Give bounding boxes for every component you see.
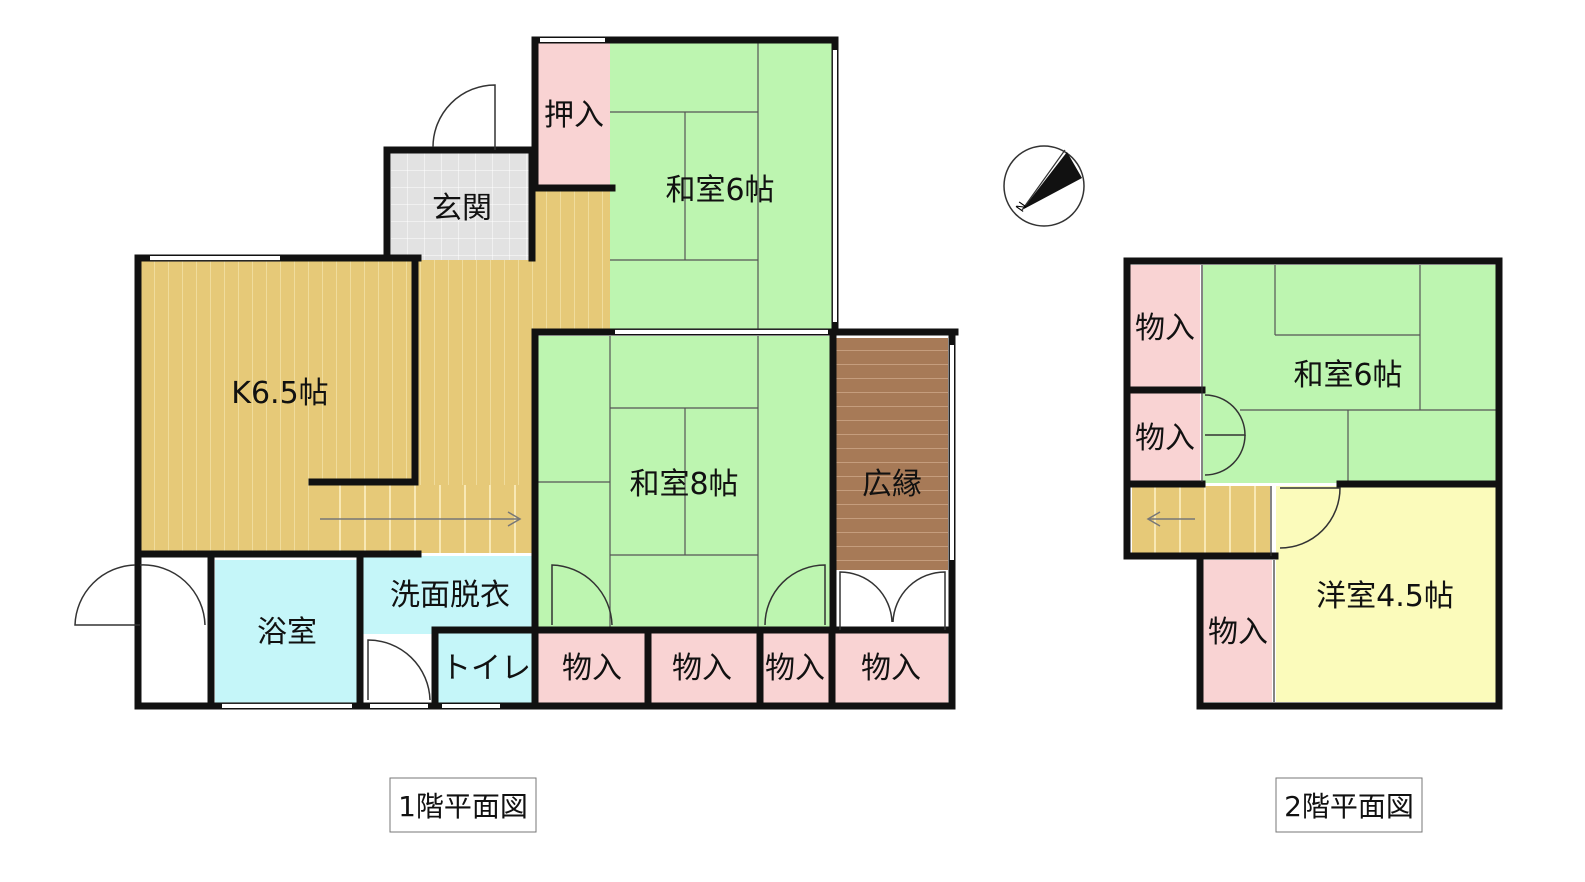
senmen-label: 洗面脱衣 — [390, 578, 510, 613]
hallway-floor-lower — [415, 335, 535, 485]
washitsu6-2f-label: 和室6帖 — [1293, 358, 1402, 393]
monoire-label-2: 物入 — [672, 651, 732, 686]
oshiire-label: 押入 — [544, 98, 604, 133]
toilet-room — [437, 634, 534, 704]
monoire-closet-2 — [650, 632, 758, 704]
oshiire-closet — [538, 42, 610, 188]
staircase-2f — [1132, 486, 1270, 554]
yoshitsu-label: 洋室4.5帖 — [1316, 579, 1454, 614]
yokushitsu-label: 浴室 — [257, 615, 317, 650]
walls-2f — [1123, 257, 1503, 710]
monoire-closet-4 — [834, 632, 948, 704]
floor1-title: 1階平面図 — [398, 790, 528, 823]
floor2-title: 2階平面図 — [1284, 790, 1414, 823]
monoire-label-4: 物入 — [861, 651, 921, 686]
staircase-1f — [315, 485, 535, 553]
washitsu6-label: 和室6帖 — [665, 173, 774, 208]
north-arrow-icon: N — [1003, 145, 1085, 227]
washitsu-8-room — [538, 336, 830, 628]
kitchen-label: K6.5帖 — [231, 376, 328, 411]
monoire-closet-1 — [538, 632, 646, 704]
genkan-label: 玄関 — [432, 191, 492, 226]
monoire-closet-2f-1 — [1130, 265, 1200, 387]
monoire-2f-label-1: 物入 — [1135, 311, 1195, 346]
windows-1f — [150, 38, 954, 708]
toilet-label: トイレ — [441, 651, 531, 686]
monoire-2f-label-2: 物入 — [1135, 421, 1195, 456]
washitsu-6-room — [610, 42, 832, 332]
hiroen-veranda — [836, 338, 948, 570]
entrance-room — [390, 152, 530, 260]
washitsu-6-room-2f — [1203, 265, 1496, 483]
yoshitsu-room — [1276, 486, 1496, 702]
floor-2: 和室6帖 洋室4.5帖 物入 物入 物入 2階平面図 — [1123, 257, 1503, 833]
monoire-closet-3 — [762, 632, 830, 704]
monoire-closet-2f-2 — [1130, 392, 1200, 482]
monoire-label-3: 物入 — [765, 651, 825, 686]
monoire-2f-label-3: 物入 — [1208, 615, 1268, 650]
washroom — [362, 556, 534, 634]
washitsu8-label: 和室8帖 — [629, 467, 738, 502]
doors-2f — [1204, 394, 1341, 549]
hiroen-label: 広縁 — [862, 467, 922, 502]
doors-1f — [74, 84, 946, 701]
floor-1: 和室6帖 押入 玄関 K6.5帖 和室8帖 広縁 浴室 洗面脱衣 トイレ 物入 … — [74, 36, 959, 833]
monoire-closet-2f-3 — [1202, 560, 1272, 702]
monoire-label-1: 物入 — [562, 651, 622, 686]
bathroom — [215, 560, 358, 703]
